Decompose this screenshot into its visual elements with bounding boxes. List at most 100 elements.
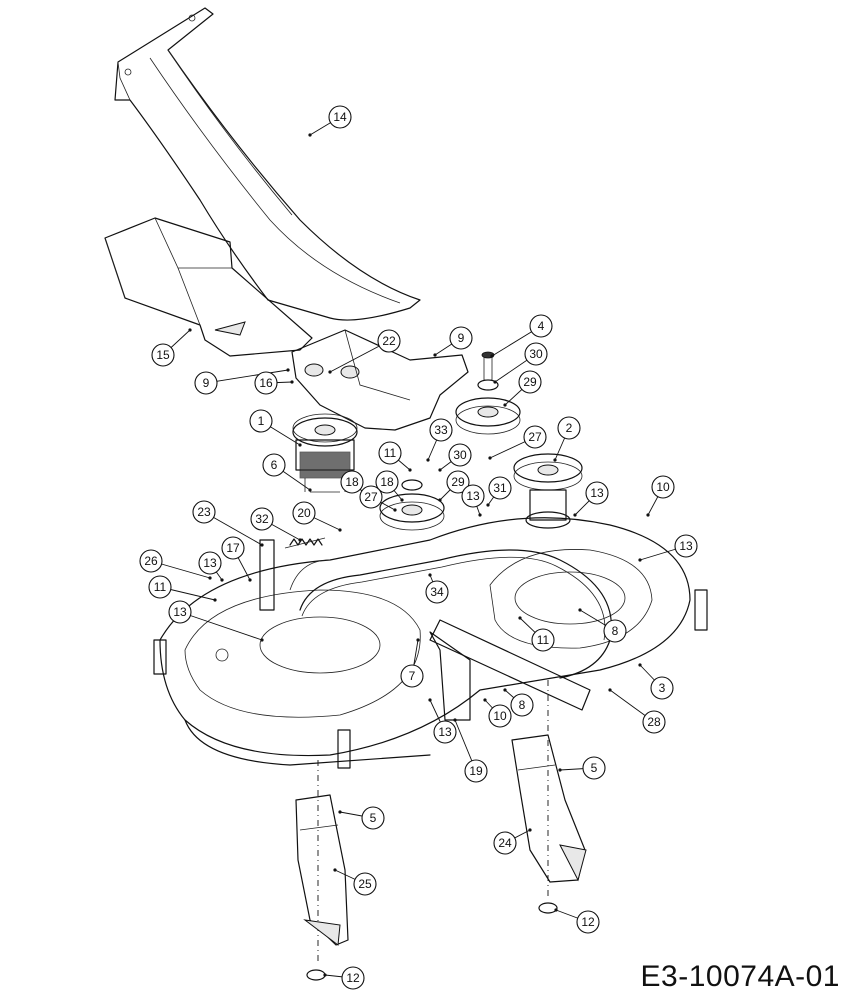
callout-number: 4: [538, 319, 545, 333]
callout-16: 16: [254, 371, 278, 395]
leader-arrow-9: [286, 368, 290, 372]
leader-arrow-31: [486, 503, 490, 507]
callout-number: 1: [258, 414, 265, 428]
leader-arrow-3: [638, 663, 642, 667]
callout-bubble: [375, 470, 399, 494]
callout-30: 30: [448, 443, 472, 467]
callout-bubble: [139, 549, 163, 573]
callout-4: 4: [529, 314, 553, 338]
callout-bubble: [448, 443, 472, 467]
callout-10: 10: [488, 704, 512, 728]
blade-right: [511, 680, 587, 914]
callout-bubble: [523, 425, 547, 449]
leader-arrow-27: [488, 456, 492, 460]
callout-13: 13: [585, 481, 609, 505]
leader-arrow-30: [438, 468, 442, 472]
leader-line-9: [205, 369, 289, 384]
callout-number: 17: [226, 541, 240, 555]
leader-arrow-11: [213, 598, 217, 602]
callout-25: 25: [353, 872, 377, 896]
callout-number: 31: [493, 481, 507, 495]
leader-arrow-24: [528, 828, 532, 832]
callout-number: 29: [523, 375, 537, 389]
callout-number: 18: [345, 475, 359, 489]
callout-bubble: [194, 371, 218, 395]
callout-number: 29: [451, 475, 465, 489]
callout-number: 14: [333, 110, 347, 124]
leader-arrow-15: [188, 328, 192, 332]
callout-number: 6: [271, 458, 278, 472]
callout-number: 33: [434, 423, 448, 437]
callout-bubble: [518, 370, 542, 394]
callout-29: 29: [446, 470, 470, 494]
leader-arrow-32: [298, 538, 302, 542]
callout-17: 17: [221, 536, 245, 560]
callout-13: 13: [433, 720, 457, 744]
callout-bubble: [488, 704, 512, 728]
callout-bubble: [674, 534, 698, 558]
callout-bubble: [198, 551, 222, 575]
callout-number: 25: [358, 877, 372, 891]
callout-bubble: [529, 314, 553, 338]
callout-27: 27: [523, 425, 547, 449]
callout-number: 8: [612, 624, 619, 638]
callout-bubble: [425, 580, 449, 604]
callout-13: 13: [461, 484, 485, 508]
callout-27: 27: [359, 485, 383, 509]
leader-arrow-10: [646, 513, 650, 517]
callout-1: 1: [249, 409, 273, 433]
leader-arrow-25: [333, 868, 337, 872]
leader-arrow-2: [553, 458, 557, 462]
callout-bubble: [650, 676, 674, 700]
spindle-pulley-left: [292, 413, 358, 493]
callout-number: 13: [466, 489, 480, 503]
callout-bubble: [340, 470, 364, 494]
leader-arrow-12: [323, 973, 327, 977]
callout-number: 32: [255, 512, 269, 526]
callout-bubble: [254, 371, 278, 395]
callout-number: 5: [591, 761, 598, 775]
callout-number: 10: [493, 709, 507, 723]
leader-arrow-11: [408, 468, 412, 472]
callout-bubble: [557, 416, 581, 440]
callout-33: 33: [429, 418, 453, 442]
leader-arrow-13: [638, 558, 642, 562]
callout-bubble: [488, 476, 512, 500]
callout-number: 11: [537, 633, 550, 647]
callout-number: 12: [581, 915, 595, 929]
deck-hanger-brackets: [153, 589, 708, 769]
callout-number: 19: [469, 764, 483, 778]
drawing-code: E3-10074A-01: [640, 960, 840, 993]
callout-number: 16: [259, 376, 273, 390]
callout-26: 26: [139, 549, 163, 573]
leader-arrow-34: [428, 573, 432, 577]
callout-bubble: [250, 507, 274, 531]
callout-bubble: [292, 501, 316, 525]
leader-arrow-8: [578, 608, 582, 612]
leader-arrow-9: [433, 353, 437, 357]
callout-bubble: [446, 470, 470, 494]
callout-bubble: [341, 966, 365, 990]
callout-9: 9: [194, 371, 218, 395]
callout-number: 23: [197, 505, 211, 519]
callout-number: 28: [647, 715, 661, 729]
callout-bubble: [262, 453, 286, 477]
leader-arrow-5: [558, 768, 562, 772]
callout-31: 31: [488, 476, 512, 500]
leader-arrow-29: [503, 403, 507, 407]
callout-bubble: [510, 693, 534, 717]
leader-arrow-8: [503, 688, 507, 692]
chute-deflector: [104, 217, 313, 357]
callout-bubble: [429, 418, 453, 442]
callout-15: 15: [151, 343, 175, 367]
callout-bubble: [642, 710, 666, 734]
leader-arrow-6: [308, 488, 312, 492]
callout-bubble: [464, 759, 488, 783]
callout-5: 5: [582, 756, 606, 780]
callout-5: 5: [361, 806, 385, 830]
callout-bubble: [361, 806, 385, 830]
leader-arrow-27: [393, 508, 397, 512]
callout-34: 34: [425, 580, 449, 604]
callout-12: 12: [576, 910, 600, 934]
